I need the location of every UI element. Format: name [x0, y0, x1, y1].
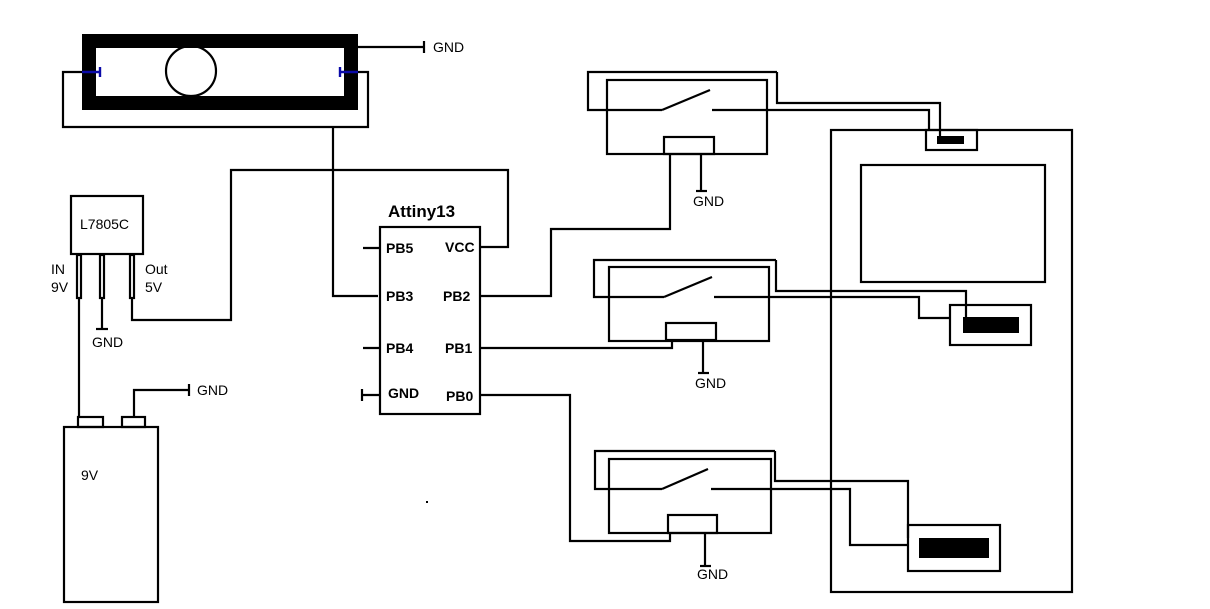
relay-2-switch	[663, 275, 713, 299]
relay-1-output-wire-b	[775, 72, 942, 137]
mcu-attiny13: Attiny13 PB5 PB3 PB4 GND VCC PB2 PB1 PB0	[360, 202, 482, 416]
device-button-3	[919, 538, 989, 558]
relay-2-gnd-label: GND	[695, 375, 726, 391]
relay-3-outer-wire	[593, 449, 775, 491]
relay-3: GND	[593, 449, 910, 582]
relay-3-output-wire-a	[711, 487, 908, 547]
out-to-vcc-wire	[130, 168, 510, 322]
relay-3-body	[607, 457, 773, 535]
battery: 9V GND	[62, 382, 228, 604]
device-button-2-frame	[948, 303, 1033, 347]
sensor-body	[82, 34, 358, 110]
pin-pb5-label: PB5	[386, 240, 413, 256]
relay-2-outer-wire	[592, 258, 776, 299]
sensor-module: GND	[61, 34, 464, 298]
relay-2-coil	[664, 321, 718, 342]
pb2-to-relay1-wire	[480, 154, 672, 298]
pin-pb1-label: PB1	[445, 340, 472, 356]
regulator-in-voltage: 9V	[51, 279, 69, 295]
mcu-title: Attiny13	[388, 202, 455, 221]
battery-gnd-label: GND	[197, 382, 228, 398]
relay-3-switch	[661, 467, 709, 491]
pb1-to-relay2-wire	[480, 340, 674, 350]
regulator-label: L7805C	[80, 216, 129, 232]
relay-1-body	[605, 78, 769, 156]
pin-gnd-label: GND	[388, 385, 419, 401]
pin-vcc-label: VCC	[445, 239, 475, 255]
relay-1-coil	[662, 135, 716, 156]
regulator-pin-out	[128, 253, 136, 300]
battery-gnd-wire	[132, 388, 188, 417]
regulator-pin-gnd	[98, 253, 106, 300]
device-button-2	[963, 317, 1019, 333]
regulator-pin-in	[75, 253, 83, 300]
pin-pb0-label: PB0	[446, 388, 473, 404]
device-screen	[859, 163, 1047, 284]
device-body	[829, 128, 1074, 594]
pb0-to-relay3-wire	[480, 393, 672, 543]
relay-3-gnd-label: GND	[697, 566, 728, 582]
relay-1-gnd-label: GND	[693, 193, 724, 209]
regulator: L7805C IN 9V Out 5V GND	[51, 168, 510, 418]
battery-terminal-negative	[120, 415, 147, 429]
mcu-body	[378, 225, 482, 416]
relay-1-output-wire-a	[712, 108, 931, 130]
regulator-out-label: Out	[145, 261, 168, 277]
sensor-loop-wire	[61, 70, 370, 129]
regulator-out-voltage: 5V	[145, 279, 163, 295]
regulator-in-label: IN	[51, 261, 65, 277]
relay-2-output-wire-a	[714, 295, 950, 320]
relay-1-switch	[661, 88, 711, 112]
regulator-body	[69, 194, 145, 256]
regulator-gnd-label: GND	[92, 334, 123, 350]
battery-body	[62, 425, 160, 604]
relay-2-body	[607, 265, 771, 343]
relay-2: GND	[592, 258, 968, 391]
relay-1: GND	[586, 70, 942, 209]
device-button-3-frame	[906, 523, 1002, 573]
sensor-gnd-label: GND	[433, 39, 464, 55]
device-button-1-frame	[924, 128, 979, 152]
pin-pb4-label: PB4	[386, 340, 413, 356]
pin-pb2-label: PB2	[443, 288, 470, 304]
device	[829, 128, 1074, 594]
battery-label: 9V	[81, 467, 99, 483]
sensor-lens	[164, 44, 218, 98]
stray-dot	[426, 501, 428, 503]
battery-terminal-positive	[76, 415, 105, 429]
relay-3-output-wire-b	[773, 451, 910, 538]
device-button-1	[937, 136, 964, 144]
relay-2-output-wire-b	[774, 260, 968, 318]
relay-3-coil	[666, 513, 719, 535]
pin-pb3-label: PB3	[386, 288, 413, 304]
sensor-to-pb3-wire	[331, 127, 378, 298]
relay-1-outer-wire	[586, 70, 777, 112]
